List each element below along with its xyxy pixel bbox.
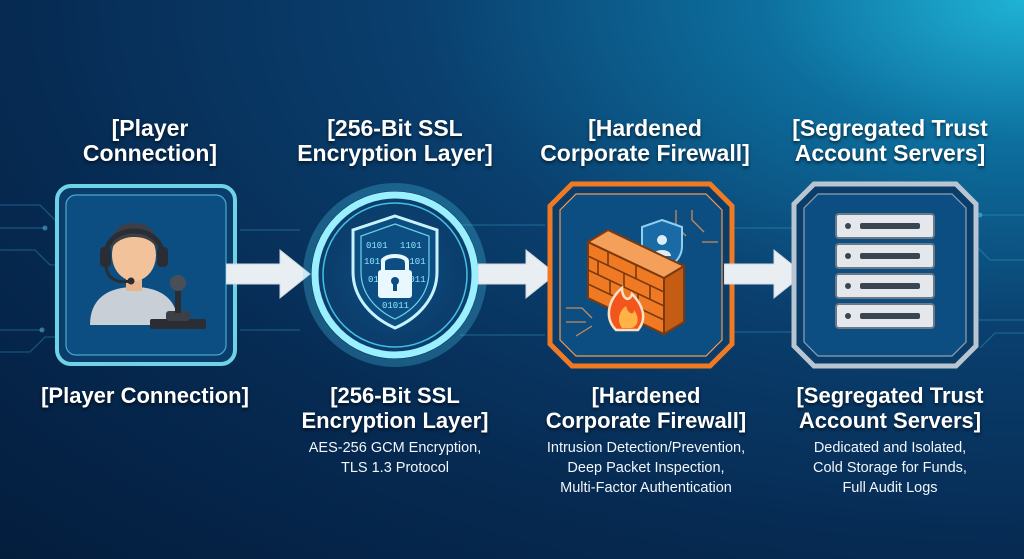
server-rack-icon [835, 213, 935, 329]
svg-text:0101: 0101 [366, 241, 388, 251]
svg-text:0101: 0101 [404, 257, 426, 267]
stage-label-servers: [Segregated Trust Account Servers] [796, 383, 984, 433]
stage-description-firewall: Intrusion Detection/Prevention, Deep Pac… [546, 440, 746, 496]
flow-arrow-1 [226, 248, 311, 300]
flow-arrow-3 [724, 248, 805, 300]
stage-description-encryption: AES-256 GCM Encryption, TLS 1.3 Protocol [308, 440, 482, 476]
stage-title-firewall: [Hardened Corporate Firewall] [540, 115, 750, 166]
player-headset-joystick-icon [90, 223, 206, 329]
svg-text:1010: 1010 [364, 257, 386, 267]
firewall-brick-flame-icon [585, 218, 687, 336]
stage-label-player: [Player Connection] [41, 383, 249, 408]
stage-description-servers: Dedicated and Isolated, Cold Storage for… [813, 440, 967, 496]
svg-text:1101: 1101 [400, 241, 422, 251]
firewall-node [547, 181, 735, 369]
svg-text:1011: 1011 [404, 275, 426, 285]
player-node [55, 184, 237, 366]
stage-title-player: [Player Connection] [82, 115, 218, 166]
stage-label-firewall: [Hardened Corporate Firewall] [545, 383, 747, 433]
flow-arrow-2 [478, 248, 557, 300]
svg-text:01011: 01011 [382, 301, 409, 311]
stage-label-encryption: [256-Bit SSL Encryption Layer] [301, 383, 489, 433]
stage-title-servers: [Segregated Trust Account Servers] [792, 115, 988, 166]
stage-title-encryption: [256-Bit SSL Encryption Layer] [297, 115, 493, 166]
server-node [791, 181, 979, 369]
